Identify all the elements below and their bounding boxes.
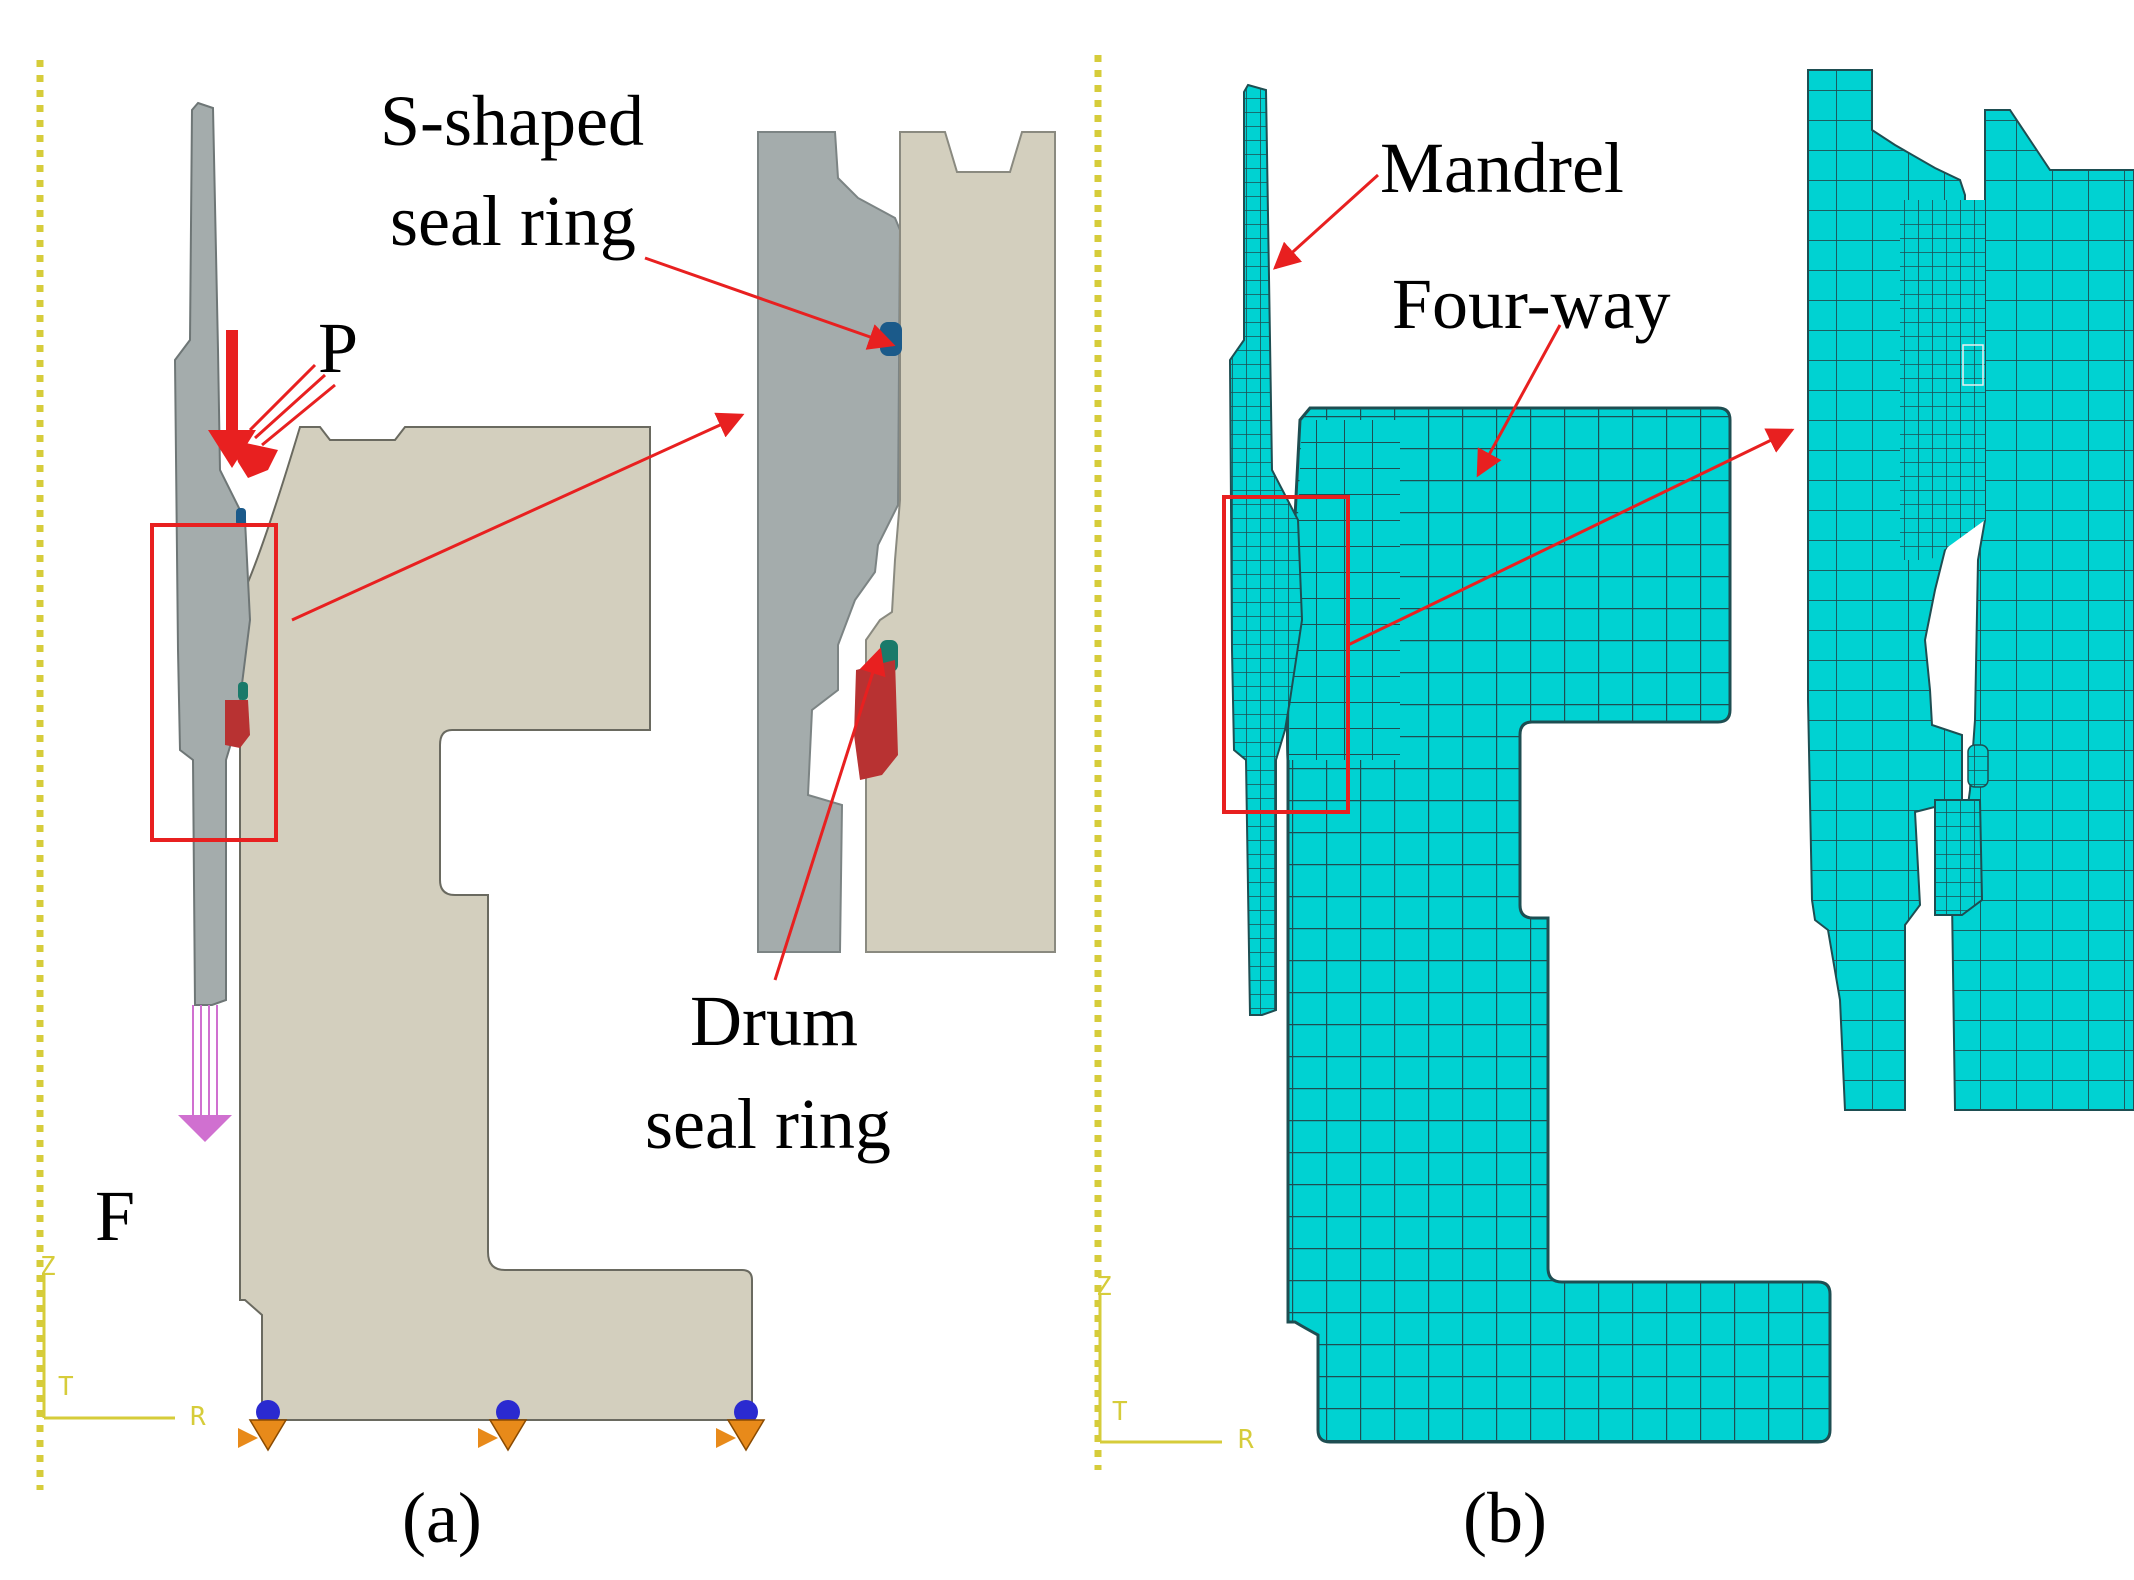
drum-seal-small — [225, 700, 250, 748]
zoom-refined-mesh-b — [1900, 200, 1985, 560]
label-force: F — [95, 1176, 135, 1256]
zoom-drum-seal — [854, 660, 898, 780]
caption-b: (b) — [1463, 1478, 1547, 1558]
zoom-inset-a — [755, 131, 1057, 953]
zoom-s-seal-mesh — [1962, 344, 1984, 386]
zoom-callout-arrow-b — [1347, 428, 1795, 647]
axis-label-t-b: T — [1112, 1397, 1128, 1427]
s-seal-small — [236, 508, 246, 526]
mandrel-arrow — [1272, 173, 1380, 270]
panel-a: Z T R S-shaped seal ring P Drum seal rin… — [36, 55, 1102, 1558]
zoom-callout-box-a — [150, 523, 278, 842]
zoom-inset-b — [1807, 69, 2134, 1111]
label-drum-line1: Drum — [690, 981, 858, 1061]
label-drum-line2: seal ring — [645, 1084, 891, 1164]
label-pressure: P — [318, 308, 358, 388]
zoom-mandrel-a — [757, 131, 902, 953]
four-way-mesh — [1286, 406, 1832, 1444]
axis-label-t: T — [58, 1372, 74, 1402]
drum-seal-cap-small — [238, 682, 248, 700]
interface-mesh — [1288, 420, 1400, 760]
zoom-drum-seal-cap-mesh — [1967, 744, 1989, 788]
label-four-way: Four-way — [1392, 264, 1671, 344]
boundary-conditions — [238, 1400, 766, 1452]
axis-triad-b: Z T R — [1096, 1272, 1254, 1455]
mandrel-mesh — [1228, 83, 1304, 1016]
zoom-callout-arrow-a — [291, 412, 745, 622]
four-way-arrow — [1476, 324, 1562, 478]
panel-b: Z T R Mandrel Four-way (b) — [1096, 69, 2134, 1558]
label-s-shaped-line2: seal ring — [390, 181, 636, 261]
axis-label-r-b: R — [1238, 1425, 1254, 1455]
axis-label-z: Z — [40, 1252, 56, 1282]
zoom-callout-box-b — [1222, 495, 1350, 814]
zoom-fourway-a — [865, 131, 1056, 953]
label-s-shaped-line1: S-shaped — [380, 81, 644, 161]
axis-label-z-b: Z — [1096, 1272, 1112, 1302]
s-seal-arrow — [644, 256, 896, 350]
axis-triad-a: Z T R — [40, 1252, 206, 1432]
four-way-body — [239, 426, 753, 1421]
zoom-s-seal — [880, 322, 902, 356]
zoom-drum-seal-mesh — [1934, 799, 1984, 916]
caption-a: (a) — [402, 1478, 482, 1558]
pressure-load-arrows — [208, 330, 336, 478]
drum-seal-arrow — [773, 647, 886, 981]
mandrel — [173, 101, 252, 1006]
label-mandrel: Mandrel — [1380, 128, 1624, 208]
axis-label-r: R — [190, 1402, 206, 1432]
force-load-arrows — [178, 1005, 232, 1142]
